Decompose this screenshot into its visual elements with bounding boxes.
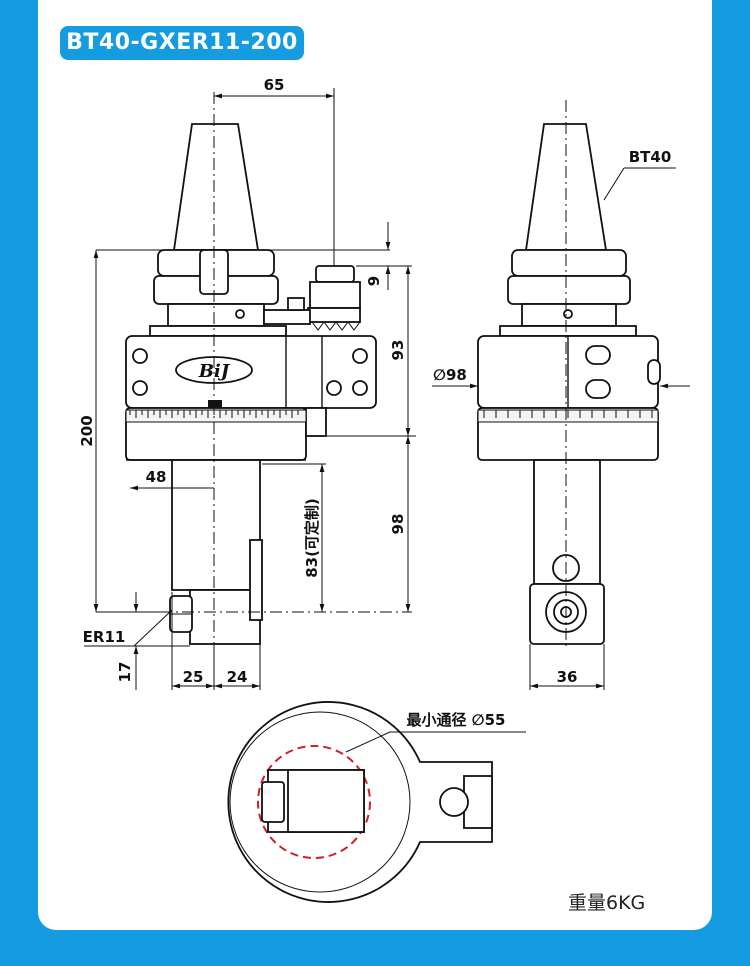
er11-label: ER11 — [83, 628, 126, 646]
min-clearance-label: 最小通径 ∅55 — [407, 711, 506, 729]
body-screw-5 — [326, 380, 342, 396]
bottom-view: 最小通径 ∅55 — [227, 701, 526, 903]
dim-9: 9 — [365, 276, 383, 286]
product-title: BT40-GXER11-200 — [60, 26, 304, 60]
side-block — [305, 407, 327, 437]
front-dimensions: 65 200 9 93 98 48 83(可定制) 25 24 17 — [78, 76, 416, 690]
dial-pointer — [208, 400, 222, 408]
output-shaft — [171, 459, 261, 591]
side-taper — [524, 123, 608, 251]
stop-pin-head — [315, 265, 355, 283]
dim-24: 24 — [227, 668, 248, 686]
dim-36: 36 — [557, 668, 578, 686]
body-screw-1 — [132, 348, 148, 364]
shaft-side-block — [249, 539, 263, 621]
dim-93: 93 — [389, 340, 407, 361]
side-dimensions: BT40 ∅98 36 — [432, 148, 690, 690]
dim-48: 48 — [146, 468, 167, 486]
body-screw-3 — [352, 348, 368, 364]
side-flange-top — [511, 249, 627, 277]
weight-label: 重量6KG — [568, 892, 646, 914]
dial-scale — [129, 410, 299, 418]
dim-17: 17 — [116, 662, 134, 683]
bottom-nut — [261, 781, 285, 823]
side-view — [477, 100, 661, 650]
dim-65: 65 — [264, 76, 285, 94]
stop-block — [309, 281, 361, 309]
stop-arm — [263, 309, 311, 325]
min-clearance-circle — [257, 745, 371, 859]
spring — [311, 321, 361, 331]
body-screw-4 — [352, 380, 368, 396]
body-screw-2 — [132, 380, 148, 396]
side-slot-1 — [585, 345, 611, 365]
logo-text: BiJ — [198, 361, 231, 382]
stop-arm-post — [287, 297, 305, 311]
body-cap — [149, 325, 287, 337]
side-flange-groove — [507, 275, 631, 305]
dim-83: 83(可定制) — [303, 498, 321, 578]
side-slot-2 — [585, 379, 611, 399]
bt40-taper — [172, 123, 260, 251]
dim-25: 25 — [183, 668, 204, 686]
dim-98: 98 — [389, 514, 407, 535]
flange-neck — [167, 303, 265, 327]
front-view: BiJ — [125, 92, 412, 650]
bottom-inner-circle — [229, 711, 411, 893]
dim-dia98: ∅98 — [433, 366, 467, 384]
stop-base — [307, 307, 361, 323]
bt40-label: BT40 — [629, 148, 672, 166]
dim-200: 200 — [78, 415, 96, 446]
flange-screw — [235, 309, 245, 319]
